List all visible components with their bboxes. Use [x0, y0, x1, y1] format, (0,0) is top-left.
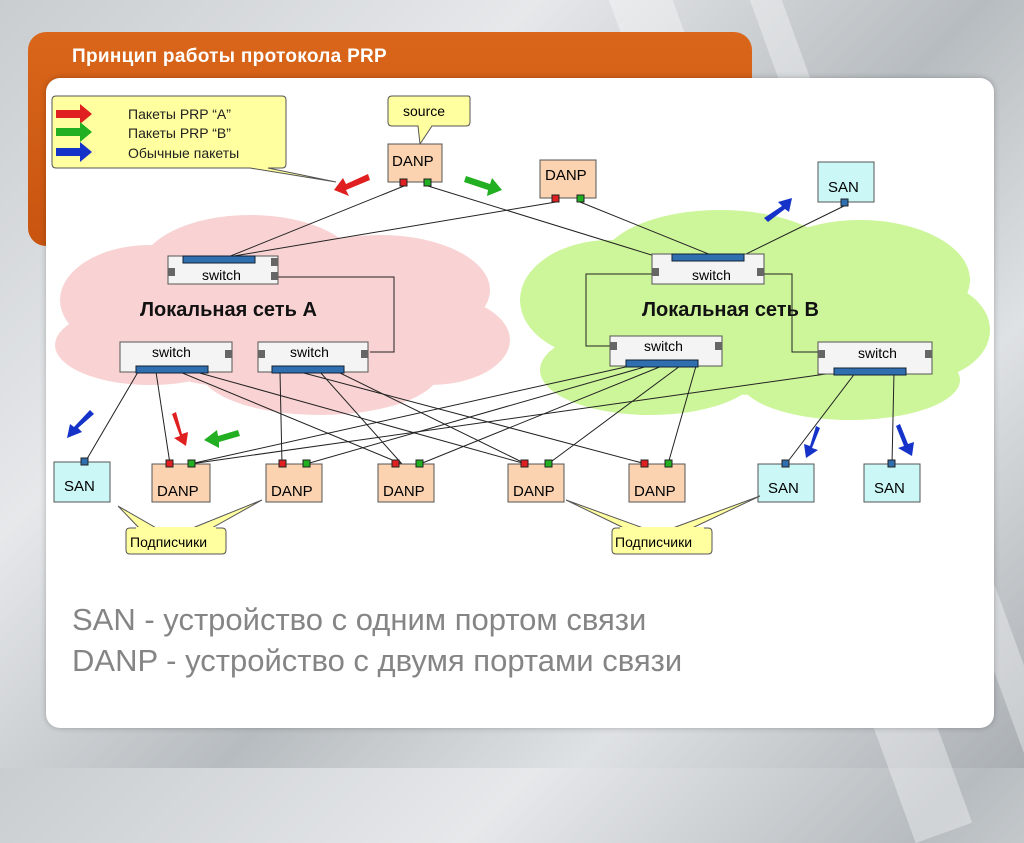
san-bottom-3: SAN: [863, 459, 921, 503]
danp-bottom-1: DANP: [151, 459, 211, 503]
subscribers-callout-left: Подписчики: [117, 499, 263, 555]
source-callout: source: [387, 95, 471, 146]
danp-bottom-2: DANP: [265, 459, 323, 503]
subscribers-callout-right: Подписчики: [565, 495, 761, 555]
danp-source: DANP: [387, 143, 443, 187]
svg-text:switch: switch: [290, 344, 329, 360]
legend-arrow-blue-icon: [56, 142, 92, 162]
legend-label-normal: Обычные пакеты: [128, 145, 239, 161]
caption-san: SAN - устройство с одним портом связи: [72, 602, 647, 637]
arrow-blue-icon: [764, 198, 792, 222]
legend-label-a: Пакеты PRP “A”: [128, 106, 231, 122]
san-bottom-left: SAN: [53, 457, 111, 503]
svg-text:SAN: SAN: [874, 480, 905, 497]
arrow-green-icon: [204, 430, 240, 448]
svg-text:Подписчики: Подписчики: [615, 534, 692, 550]
legend-label-b: Пакеты PRP “B”: [128, 125, 231, 141]
svg-text:DANP: DANP: [157, 483, 199, 500]
danp-bottom-3: DANP: [377, 459, 435, 503]
svg-text:switch: switch: [692, 267, 731, 283]
svg-text:DANP: DANP: [392, 153, 434, 170]
arrow-green-icon: [464, 176, 502, 196]
danp-top: DANP: [539, 159, 597, 203]
switch-a-top: switch: [167, 255, 279, 285]
arrow-red-icon: [172, 412, 188, 446]
svg-text:SAN: SAN: [768, 480, 799, 497]
svg-text:SAN: SAN: [828, 179, 859, 196]
arrow-blue-icon: [896, 424, 914, 456]
san-bottom-2: SAN: [757, 459, 815, 503]
svg-text:Подписчики: Подписчики: [130, 534, 207, 550]
network-a-label: Локальная сеть A: [140, 299, 317, 321]
connection-lines: [83, 185, 895, 465]
svg-text:switch: switch: [152, 344, 191, 360]
san-top: SAN: [817, 161, 875, 207]
svg-text:source: source: [403, 103, 445, 119]
svg-text:DANP: DANP: [545, 167, 587, 184]
slide-title: Принцип работы протокола PRP: [72, 46, 388, 67]
svg-text:switch: switch: [644, 338, 683, 354]
svg-text:DANP: DANP: [383, 483, 425, 500]
arrow-red-icon: [334, 174, 370, 196]
danp-bottom-5: DANP: [628, 459, 686, 503]
prp-diagram: Локальная сеть A Локальная сеть B: [51, 95, 990, 555]
svg-text:SAN: SAN: [64, 478, 95, 495]
switch-a-left: switch: [119, 341, 233, 374]
caption-danp: DANP - устройство с двумя портами связи: [72, 643, 683, 678]
legend-box: [51, 95, 337, 183]
svg-text:DANP: DANP: [634, 483, 676, 500]
svg-text:DANP: DANP: [271, 483, 313, 500]
svg-text:DANP: DANP: [513, 483, 555, 500]
network-b-label: Локальная сеть B: [642, 299, 819, 321]
switch-a-right: switch: [257, 341, 369, 374]
legend-arrow-green-icon: [56, 122, 92, 142]
svg-text:switch: switch: [202, 267, 241, 283]
switch-b-left: switch: [609, 335, 723, 368]
arrow-blue-icon: [804, 426, 820, 458]
svg-text:switch: switch: [858, 345, 897, 361]
switch-b-right: switch: [817, 341, 933, 376]
danp-bottom-4: DANP: [507, 459, 565, 503]
switch-b-top: switch: [651, 253, 765, 285]
arrow-blue-icon: [67, 410, 94, 438]
legend-arrow-red-icon: [56, 104, 92, 124]
